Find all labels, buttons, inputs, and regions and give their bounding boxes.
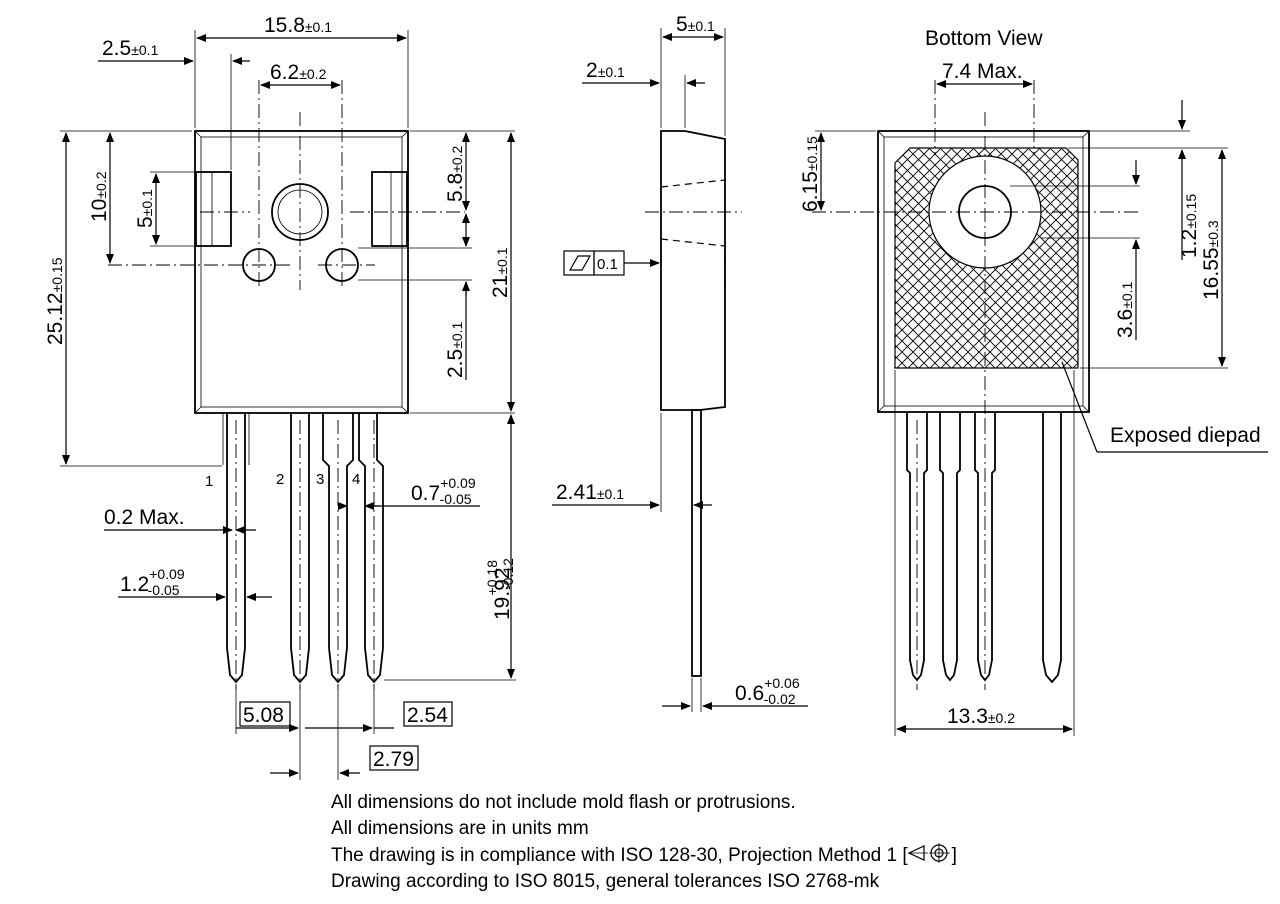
dim-side-thickness: 5±0.1 [676, 13, 715, 36]
dim-133: 13.3±0.2 [947, 705, 1015, 728]
pin-label-4: 4 [352, 471, 360, 488]
flatness-tolerance: 0.1 [597, 256, 618, 273]
dim-slot-height: 5±0.1 [134, 189, 157, 228]
dim-hole-spacing: 6.2±0.2 [270, 61, 327, 84]
dim-615: 6.15±0.15 [799, 136, 822, 212]
side-body [660, 130, 726, 411]
pin-label-3: 3 [316, 471, 324, 488]
side-view: 5±0.1 2±0.1 0.1 2.41±0.1 0.6+0.06-0.02 [552, 13, 808, 712]
lead-2 [290, 413, 310, 690]
front-body-inner [200, 136, 403, 408]
dim-1655: 16.55±0.3 [1200, 220, 1223, 300]
dim-tab-offset: 2.5±0.1 [102, 37, 159, 60]
bottom-view: Bottom View [799, 27, 1268, 736]
package-outline-drawing: 1 2 3 4 15.8±0.1 2.5±0.1 6.2±0.2 25.12±0… [44, 13, 1268, 780]
front-body [194, 130, 409, 414]
dim-lead-length: 19.92+0.18-0.12 [484, 558, 516, 620]
note-line-4: Drawing according to ISO 8015, general t… [331, 871, 880, 892]
dim-body-height: 21±0.1 [489, 247, 512, 298]
dim-lead-offset: 2.41±0.1 [556, 481, 624, 504]
pin-label-2: 2 [276, 471, 284, 488]
dim-lead-wide: 1.2+0.09-0.05 [120, 566, 185, 598]
bottom-lead-2 [939, 412, 961, 682]
right-slot [371, 171, 408, 247]
dim-right-mid: 2.5±0.1 [444, 321, 467, 378]
note-line-1: All dimensions do not include mold flash… [331, 792, 796, 813]
dim-12: 1.2±0.15 [1178, 194, 1201, 258]
dim-pitch-279: 2.79 [373, 748, 414, 771]
pin-label-1: 1 [205, 473, 213, 490]
projection-method-icon [907, 843, 950, 863]
left-slot [195, 171, 232, 247]
bottom-body [877, 130, 1090, 413]
dim-top: 10±0.2 [88, 171, 111, 222]
front-view: 1 2 3 4 15.8±0.1 2.5±0.1 6.2±0.2 25.12±0… [44, 14, 516, 780]
dim-lead-thickness: 0.6+0.06-0.02 [735, 675, 800, 707]
side-lead [691, 409, 702, 677]
exposed-diepad-label: Exposed diepad [1110, 424, 1261, 447]
lead-1 [222, 413, 250, 690]
dim-width: 15.8±0.1 [264, 14, 332, 37]
bottom-view-title: Bottom View [925, 27, 1043, 50]
note-line-3: The drawing is in compliance with ISO 12… [331, 842, 957, 869]
dim-pitch-508: 5.08 [243, 704, 284, 727]
bottom-lead-1 [906, 412, 928, 690]
dim-pitch-254: 2.54 [407, 704, 448, 727]
note-line-2: All dimensions are in units mm [331, 818, 589, 839]
lead-3 [322, 413, 354, 690]
dim-tab-thickness: 2±0.1 [586, 59, 625, 82]
dim-overall-height: 25.12±0.15 [44, 257, 67, 345]
dim-36: 3.6±0.1 [1114, 281, 1137, 338]
dim-lead-width: 0.7+0.09-0.05 [411, 475, 476, 507]
bottom-lead-3 [974, 412, 996, 690]
dim-max-74: 7.4 Max. [942, 60, 1023, 83]
bottom-lead-4 [1042, 412, 1062, 684]
lead-4 [358, 413, 384, 690]
dim-right-top: 5.8±0.2 [444, 145, 467, 202]
dim-max-02: 0.2 Max. [104, 506, 185, 529]
drawing-notes: All dimensions do not include mold flash… [331, 790, 957, 895]
